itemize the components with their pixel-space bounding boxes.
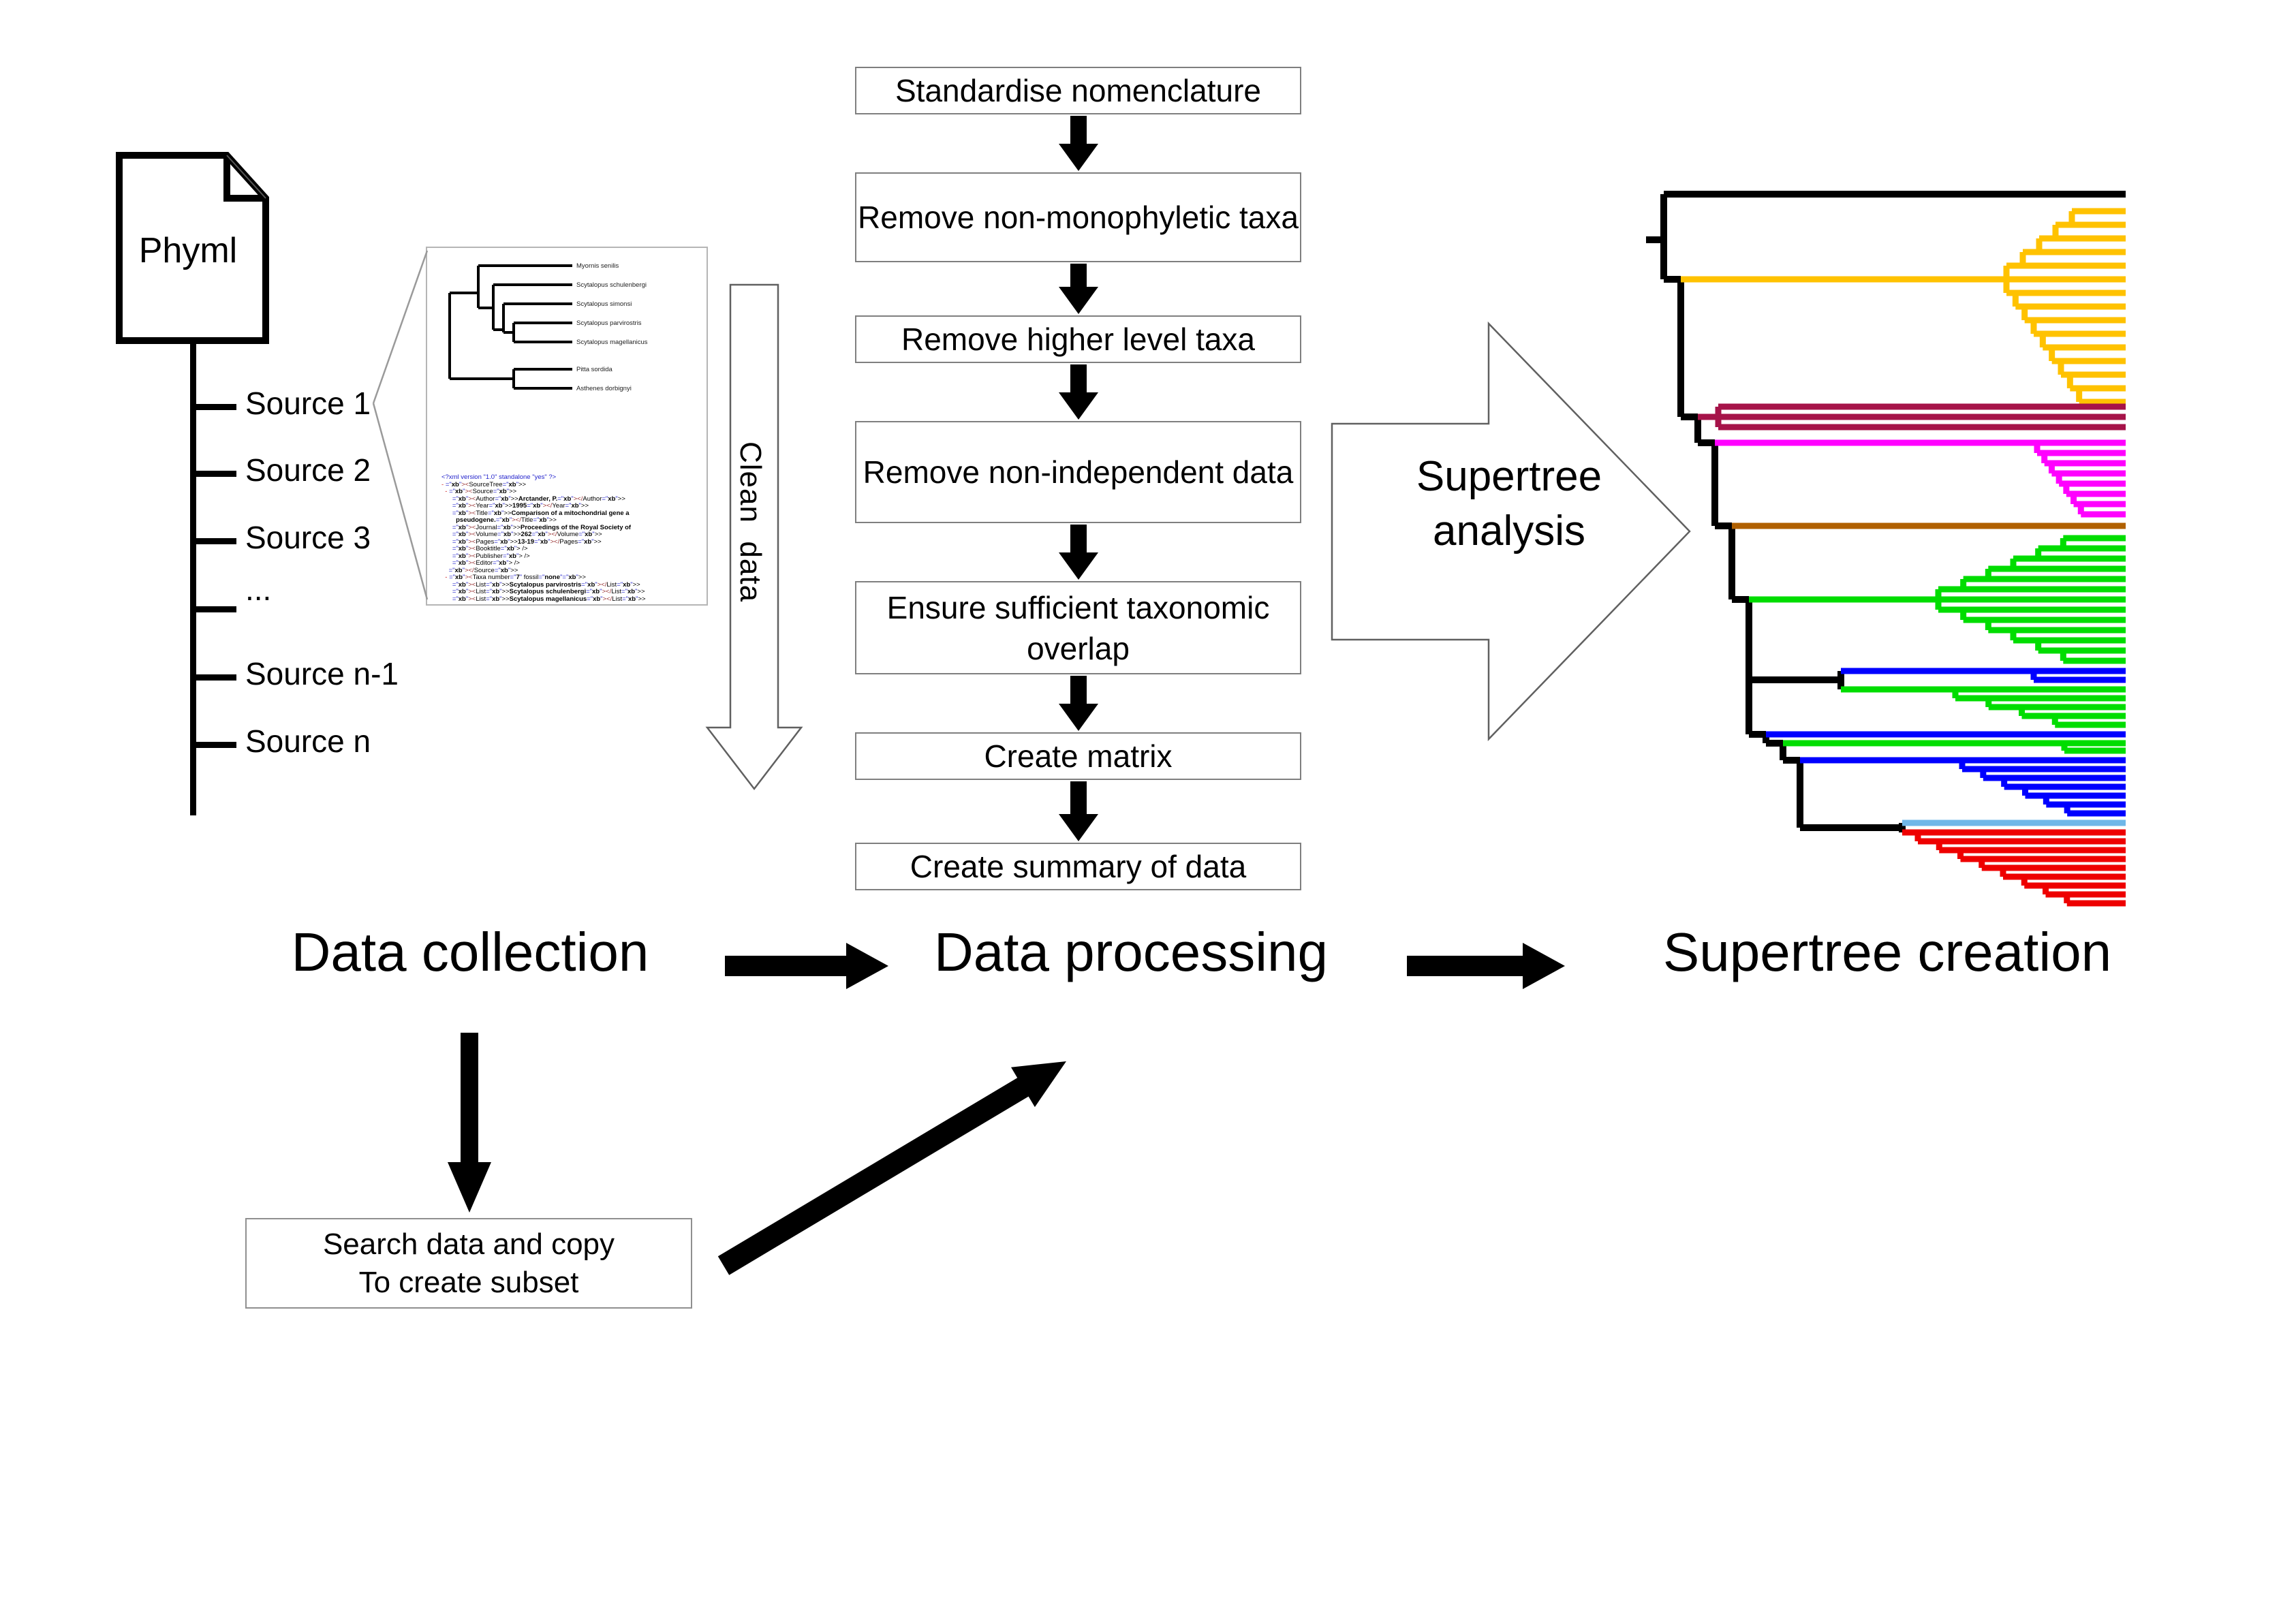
subset-box: Search data and copy To create subset	[245, 1218, 692, 1309]
source-list-line	[190, 341, 196, 815]
flow-step-remove-non-independent: Remove non-independent data	[855, 421, 1301, 523]
crimson-clade	[1698, 403, 2126, 431]
solid-arrow	[1059, 264, 1098, 314]
flow-step-remove-higher-level: Remove higher level taxa	[855, 315, 1301, 363]
source-tick	[193, 742, 236, 748]
solid-arrow	[1059, 116, 1098, 171]
subset-box-line1: Search data and copy	[322, 1227, 615, 1261]
flow-step-ensure-overlap: Ensure sufficient taxonomic overlap	[855, 581, 1301, 674]
flow-step-label: Remove non-independent data	[863, 454, 1294, 490]
flow-step-standardise-nomenclature: Standardise nomenclature	[855, 67, 1301, 114]
flow-step-label: Remove higher level taxa	[901, 322, 1256, 357]
source-item: Source n-1	[245, 656, 399, 691]
blue-clade-lower	[1800, 757, 2126, 817]
source-tick	[193, 471, 236, 477]
source-item: Source 2	[245, 452, 371, 488]
clean-data-label: Clean data	[734, 441, 767, 603]
source-tick	[193, 538, 236, 544]
flow-step-create-matrix: Create matrix	[855, 732, 1301, 780]
solid-arrow	[1059, 364, 1098, 420]
solid-arrow	[1059, 676, 1098, 731]
green-long-branch	[1783, 740, 2126, 754]
orange-clade	[1681, 208, 2126, 405]
xml-inset-panel	[426, 247, 708, 606]
source-tick	[193, 404, 236, 410]
source-item: Source 1	[245, 386, 371, 421]
flow-step-label: Ensure sufficient taxonomic overlap	[886, 589, 1270, 666]
flow-step-remove-non-monophyletic: Remove non-monophyletic taxa	[855, 172, 1301, 262]
magenta-clade	[1715, 439, 2126, 518]
source-tick	[193, 606, 236, 612]
flow-step-label: Create summary of data	[910, 849, 1247, 884]
supertree-figure	[1646, 191, 2126, 907]
phyml-document-label: Phyml	[138, 231, 238, 270]
solid-arrow	[1059, 781, 1098, 841]
green-clade-upper	[1749, 535, 2126, 664]
source-item: Source n	[245, 723, 371, 759]
xml-code: <?xml version "1.0" standalone "yes" ?>-…	[441, 473, 646, 603]
solid-arrow	[717, 1061, 1066, 1275]
red-clade	[1902, 829, 2126, 907]
flow-step-label: Remove non-monophyletic taxa	[858, 200, 1299, 235]
solid-arrow	[448, 1033, 491, 1213]
source-item-ellipsis: ...	[245, 572, 272, 607]
blue-pair	[1841, 668, 2126, 683]
stage-label-data-collection: Data collection	[291, 922, 649, 982]
solid-arrow	[725, 943, 888, 989]
stage-label-supertree-creation: Supertree creation	[1662, 922, 2112, 982]
source-item: Source 3	[245, 520, 371, 555]
flow-step-create-summary: Create summary of data	[855, 843, 1301, 890]
callout-wedge	[372, 250, 429, 600]
green-clade-mid	[1841, 686, 2126, 728]
flow-step-label: Standardise nomenclature	[895, 73, 1261, 108]
solid-arrow	[1059, 525, 1098, 580]
stage-label-data-processing: Data processing	[933, 922, 1329, 982]
supertree-analysis-label: Supertree analysis	[1416, 453, 1602, 555]
source-tick	[193, 674, 236, 681]
subset-box-line2: To create subset	[358, 1265, 579, 1299]
flow-step-label: Create matrix	[984, 738, 1173, 774]
solid-arrow	[1407, 943, 1565, 989]
